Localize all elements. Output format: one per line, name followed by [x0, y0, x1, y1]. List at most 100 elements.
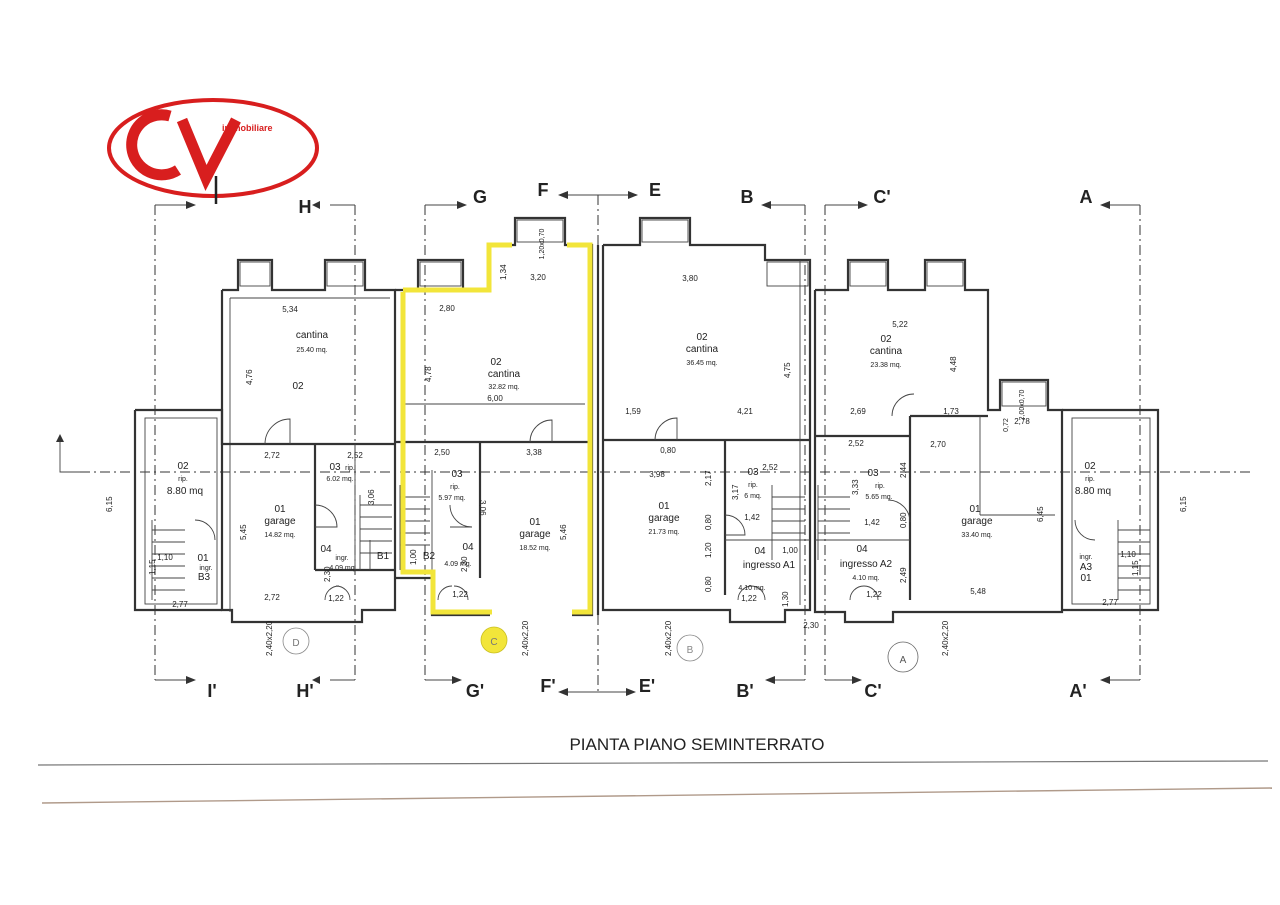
dim-c2: 3,20: [530, 273, 546, 282]
dim-a14: 5,48: [970, 587, 986, 596]
dim-c11: 2,30: [460, 556, 469, 572]
room-a-cantina-code: 02: [880, 334, 892, 345]
dim-d4: 2,52: [347, 451, 363, 460]
dim-c7: 3,38: [526, 448, 542, 457]
section-label-g-prime: G': [466, 681, 484, 701]
dim-c1: 1,34: [499, 264, 508, 280]
room-c-garage-name: garage: [519, 529, 551, 540]
section-label-f-prime: F': [540, 676, 555, 696]
room-a3-rip-area: 8.80 mq: [1075, 486, 1111, 497]
room-d-cantina-area: 25.40 mq.: [296, 347, 327, 354]
dim-d1: 5,34: [282, 305, 298, 314]
room-c-ingr-area: 4.09 mq.: [444, 561, 471, 568]
section-label-e-prime: E': [639, 676, 655, 696]
dim-b15: 1,22: [741, 594, 757, 603]
section-label-e: E: [649, 180, 661, 200]
unit-markers: D C B A: [282, 626, 919, 673]
dim-c13: 2,40x2,20: [521, 620, 530, 656]
room-d-cantina-code: 02: [292, 381, 304, 392]
dim-d6: 2,72: [264, 593, 280, 602]
room-a3-ingr-code: 01: [1080, 573, 1092, 584]
room-b-cantina-code: 02: [696, 332, 708, 343]
section-label-i-prime: I': [207, 681, 216, 701]
dim-b11: 0,80: [704, 514, 713, 530]
dim-a18: 6,15: [1179, 496, 1188, 512]
dimension-labels: 5,34 4,76 2,72 2,52 5,45 2,72 3,06 2,30 …: [105, 229, 1188, 656]
room-labels: cantina 25.40 mq. 02 01 garage 14.82 mq.…: [167, 330, 1111, 592]
dim-a10: 0,80: [899, 512, 908, 528]
dim-a4: 1,73: [943, 407, 959, 416]
section-label-b-prime: B': [736, 681, 753, 701]
room-c-cantina-name: cantina: [488, 369, 521, 380]
logo-tagline: immobiliare: [222, 123, 273, 133]
room-b-garage-area: 21.73 mq.: [648, 529, 679, 536]
room-b-cantina-name: cantina: [686, 344, 719, 355]
section-labels-top: H G F E B C' A: [299, 180, 1093, 217]
dim-b7: 2,17: [704, 470, 713, 486]
dim-c4: 4,78: [424, 366, 433, 382]
room-b3-rip-code: 02: [177, 461, 189, 472]
room-a3-rip-code: 02: [1084, 461, 1096, 472]
dim-d3: 2,72: [264, 451, 280, 460]
dim-b1: 3,80: [682, 274, 698, 283]
dim-b6: 3,98: [649, 470, 665, 479]
dim-c12: 3,06: [478, 500, 487, 516]
room-d-ingr-name: ingr.: [335, 555, 348, 562]
room-b-ingr-name: ingresso A1: [743, 560, 796, 571]
dim-d14: 2,40x2,20: [265, 620, 274, 656]
room-d-rip-code: 03: [329, 462, 341, 473]
room-b3-ingr-label: B3: [198, 572, 211, 583]
room-d-rip-name: rip.: [345, 465, 355, 472]
dim-a2: 4,48: [949, 356, 958, 372]
drawing-title: PIANTA PIANO SEMINTERRATO: [569, 735, 824, 754]
dim-a22: 2,00x0,70: [1019, 390, 1026, 421]
dim-a5: 2,52: [848, 439, 864, 448]
room-a-rip-code: 03: [867, 468, 879, 479]
room-d-cantina-name: cantina: [296, 330, 329, 341]
room-b-garage-name: garage: [648, 513, 680, 524]
room-a-ingr-name: ingresso A2: [840, 559, 893, 570]
room-b3-rip-area: 8.80 mq: [167, 486, 203, 497]
dim-d13: 2,77: [172, 600, 188, 609]
room-b-cantina-area: 36.45 mq.: [686, 360, 717, 367]
agency-logo: immobiliare: [107, 98, 319, 204]
dim-a8: 3,33: [851, 479, 860, 495]
room-c-garage-area: 18.52 mq.: [519, 545, 550, 552]
title-rule-upper: [37, 760, 1269, 766]
dim-d9: 1,22: [328, 594, 344, 603]
dim-b14: 0,80: [704, 576, 713, 592]
dim-c8: 5,46: [559, 524, 568, 540]
room-b-ingr-code: 04: [754, 546, 766, 557]
section-label-a: A: [1080, 187, 1093, 207]
room-a3-rip-name: rip.: [1085, 476, 1095, 483]
room-d-rip-area: 6.02 mq.: [326, 476, 353, 483]
dim-a3: 2,69: [850, 407, 866, 416]
dim-a19: 1,10: [1120, 550, 1136, 559]
dim-d5: 5,45: [239, 524, 248, 540]
tag-b1: B1: [377, 551, 390, 562]
dim-a1: 5,22: [892, 320, 908, 329]
tag-b2: B2: [423, 551, 436, 562]
dim-b3: 1,59: [625, 407, 641, 416]
room-d-ingr-code: 04: [320, 544, 332, 555]
dim-b2: 4,75: [783, 362, 792, 378]
dim-a11: 2,49: [899, 567, 908, 583]
dim-d2: 4,76: [245, 369, 254, 385]
unit-marker-a: A: [900, 655, 907, 666]
dim-a9: 1,42: [864, 518, 880, 527]
dim-a16: 0,72: [1003, 418, 1010, 432]
dim-d12: 1,15: [148, 559, 157, 575]
dim-a15: 2,40x2,20: [941, 620, 950, 656]
room-d-garage-code: 01: [274, 504, 286, 515]
dim-a6: 2,70: [930, 440, 946, 449]
room-b-rip-area: 6 mq.: [744, 493, 762, 500]
door-swings: [194, 393, 1096, 601]
section-label-b: B: [741, 187, 754, 207]
room-a-ingr-code: 04: [856, 544, 868, 555]
room-b-rip-name: rip.: [748, 482, 758, 489]
dim-a21: 2,77: [1102, 598, 1118, 607]
room-a3-ingr-name: ingr.: [1079, 554, 1092, 561]
dim-c10: 1,22: [452, 590, 468, 599]
dim-c9: 1,00: [409, 549, 418, 565]
